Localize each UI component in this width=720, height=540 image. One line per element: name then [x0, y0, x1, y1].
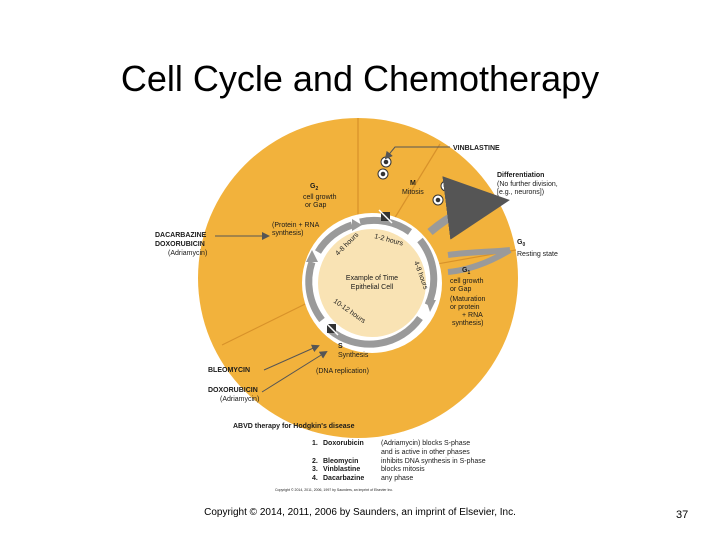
svg-text:any phase: any phase — [381, 475, 413, 482]
page-number: 37 — [676, 509, 689, 521]
svg-text:Doxorubicin: Doxorubicin — [323, 440, 364, 447]
svg-text:(No further division,: (No further division, — [497, 181, 558, 188]
phase-g2: G2 cell growth or Gap (Protein + RNA syn… — [272, 183, 337, 237]
svg-text:(Protein + RNA: (Protein + RNA — [272, 222, 320, 229]
block-marker-mitosis — [378, 209, 393, 224]
svg-text:ABVD therapy for Hodgkin's dis: ABVD therapy for Hodgkin's disease — [233, 423, 355, 430]
svg-text:or Gap: or Gap — [305, 202, 327, 209]
svg-text:G1: G1 — [462, 267, 470, 276]
slide-title: Cell Cycle and Chemotherapy — [120, 58, 600, 99]
svg-text:Resting state: Resting state — [517, 251, 558, 258]
svg-text:inhibits DNA synthesis in S-ph: inhibits DNA synthesis in S-phase — [381, 458, 486, 465]
inner-disc — [318, 229, 426, 337]
svg-text:[e.g., neurons]): [e.g., neurons]) — [497, 189, 544, 196]
svg-text:Differentiation: Differentiation — [497, 172, 544, 179]
svg-text:Synthesis: Synthesis — [338, 352, 369, 359]
block-marker-s-phase — [324, 321, 339, 336]
copyright-footer: Copyright © 2014, 2011, 2006 by Saunders… — [204, 507, 516, 518]
svg-text:(Maturation: (Maturation — [450, 296, 486, 303]
phase-g1: G1 cell growth or Gap (Maturation or pro… — [450, 267, 486, 327]
drug-doxorubicin-bottom: DOXORUBICIN — [208, 387, 258, 394]
svg-text:synthesis): synthesis) — [272, 230, 304, 237]
drug-adriamycin-bottom: (Adriamycin) — [220, 396, 259, 403]
center-label-line2: Epithelial Cell — [351, 284, 394, 291]
drug-adriamycin-top: (Adriamycin) — [168, 250, 207, 257]
svg-text:Bleomycin: Bleomycin — [323, 458, 358, 465]
svg-text:2.: 2. — [312, 458, 318, 465]
svg-text:M: M — [410, 180, 416, 187]
svg-text:1.: 1. — [312, 440, 318, 447]
drug-arrows — [215, 146, 450, 393]
abvd-list: ABVD therapy for Hodgkin's disease 1. Do… — [233, 423, 486, 482]
differentiation-arrow — [427, 176, 510, 240]
svg-text:S: S — [338, 343, 343, 350]
svg-text:Mitosis: Mitosis — [402, 189, 424, 196]
svg-text:and is active in other phases: and is active in other phases — [381, 449, 470, 456]
svg-text:Dacarbazine: Dacarbazine — [323, 475, 364, 482]
cycle-arrowheads — [306, 219, 436, 312]
cycle-arrows — [305, 216, 438, 348]
svg-text:3.: 3. — [312, 466, 318, 473]
g0-label: G0 Resting state — [517, 239, 558, 258]
differentiation-label: Differentiation (No further division, [e… — [497, 172, 558, 196]
svg-text:cell growth: cell growth — [450, 278, 484, 285]
figure-credit: Copyright © 2014, 2011, 2006, 1997 by Sa… — [275, 488, 393, 492]
svg-text:synthesis): synthesis) — [452, 320, 484, 327]
svg-text:4.: 4. — [312, 475, 318, 482]
svg-text:blocks mitosis: blocks mitosis — [381, 466, 425, 473]
svg-text:G0: G0 — [517, 239, 525, 248]
g0-arrow — [447, 247, 512, 275]
svg-text:or Gap: or Gap — [450, 286, 472, 293]
phase-s: S Synthesis (DNA replication) — [316, 343, 369, 375]
svg-text:Vinblastine: Vinblastine — [323, 466, 360, 473]
svg-text:(Adriamycin) blocks S-phase: (Adriamycin) blocks S-phase — [381, 440, 470, 447]
svg-text:cell growth: cell growth — [303, 194, 337, 201]
drug-vinblastine: VINBLASTINE — [453, 145, 500, 152]
svg-text:or protein: or protein — [450, 304, 480, 311]
svg-text:+ RNA: + RNA — [462, 312, 483, 319]
drug-bleomycin: BLEOMYCIN — [208, 367, 250, 374]
drug-dacarbazine: DACARBAZINE — [155, 232, 207, 239]
svg-text:(DNA replication): (DNA replication) — [316, 368, 369, 375]
phase-m: M Mitosis — [402, 180, 424, 196]
svg-text:G2: G2 — [310, 183, 318, 192]
center-label-line1: Example of Time — [346, 275, 398, 282]
drug-doxorubicin-top: DOXORUBICIN — [155, 241, 205, 248]
